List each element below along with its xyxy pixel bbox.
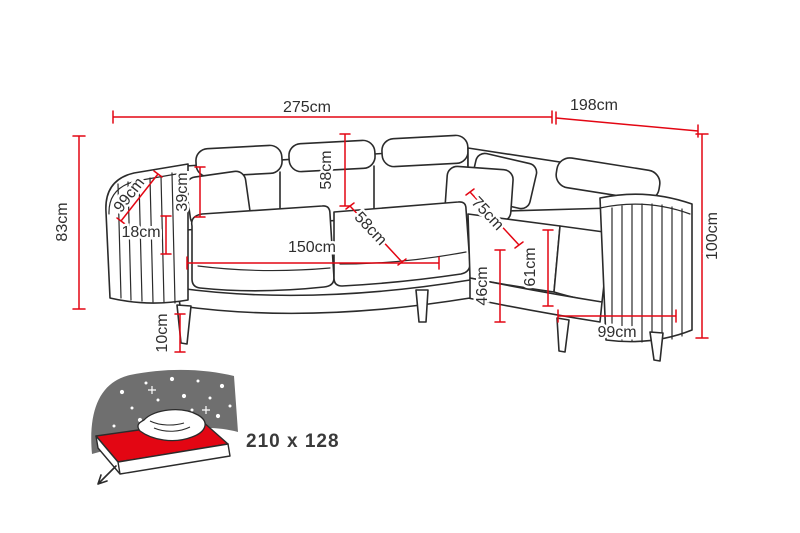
bed-blanket-creases [149, 420, 191, 432]
dim-right-height-line [695, 133, 709, 339]
label-leg-height: 10cm [154, 313, 171, 352]
bed-frame [95, 435, 231, 475]
left-armrest-pleats [117, 172, 176, 304]
headrest-2 [288, 139, 376, 173]
chaise-front-panel [467, 277, 603, 323]
label-total-width: 275cm [283, 99, 331, 116]
dim-left-height-line [72, 135, 86, 310]
label-backrest-height: 58cm [318, 150, 335, 189]
sofa-legs [176, 289, 664, 362]
dim-chaise-seat-width-line [542, 229, 554, 307]
dim-leg-height-line [174, 313, 186, 353]
dim-total-width-line [112, 110, 553, 124]
sofa-drawing [105, 134, 693, 362]
label-cushion-height: 18cm [121, 224, 160, 241]
dimension-lines [72, 110, 709, 353]
dim-corner-seat-line [465, 188, 524, 249]
bed-wall-sparkles [148, 386, 210, 414]
label-right-height: 100cm [704, 212, 721, 260]
left-armrest-roll [108, 171, 189, 215]
label-right-depth: 198cm [570, 97, 618, 114]
label-right-armrest-width: 99cm [597, 324, 636, 341]
headrest-4 [555, 157, 661, 201]
right-armrest [599, 193, 693, 343]
dim-right-armrest-width-line [557, 309, 677, 323]
bed-wall-stars [102, 376, 232, 442]
sleeping-area-label: 210 x 128 [246, 431, 340, 452]
right-armrest-roll [599, 203, 691, 215]
dim-headrest-height-line [194, 166, 206, 218]
dim-armrest-depth-line [116, 170, 163, 225]
dim-seat-width-line [186, 256, 440, 270]
label-headrest-height: 39cm [174, 172, 191, 211]
dim-backrest-height-line [339, 133, 351, 207]
label-seat-width: 150cm [288, 239, 336, 256]
label-left-height: 83cm [54, 202, 71, 241]
left-armrest [105, 163, 189, 304]
headrest-3 [381, 134, 469, 168]
label-chaise-seat-width: 61cm [522, 247, 539, 286]
sofa-base [177, 279, 471, 315]
dim-right-depth-line [555, 111, 699, 138]
dim-seat-depth-line [345, 202, 407, 266]
label-chaise-front-height: 46cm [474, 266, 491, 305]
seat-cushion-1-crease [197, 265, 331, 272]
seat-cushion-2 [333, 201, 471, 287]
right-armrest-pleats [611, 203, 683, 343]
bed-pullout-arrow [97, 465, 117, 485]
bed-icon [91, 369, 238, 485]
dim-chaise-front-height-line [494, 249, 506, 323]
dim-cushion-height-line [160, 215, 172, 255]
